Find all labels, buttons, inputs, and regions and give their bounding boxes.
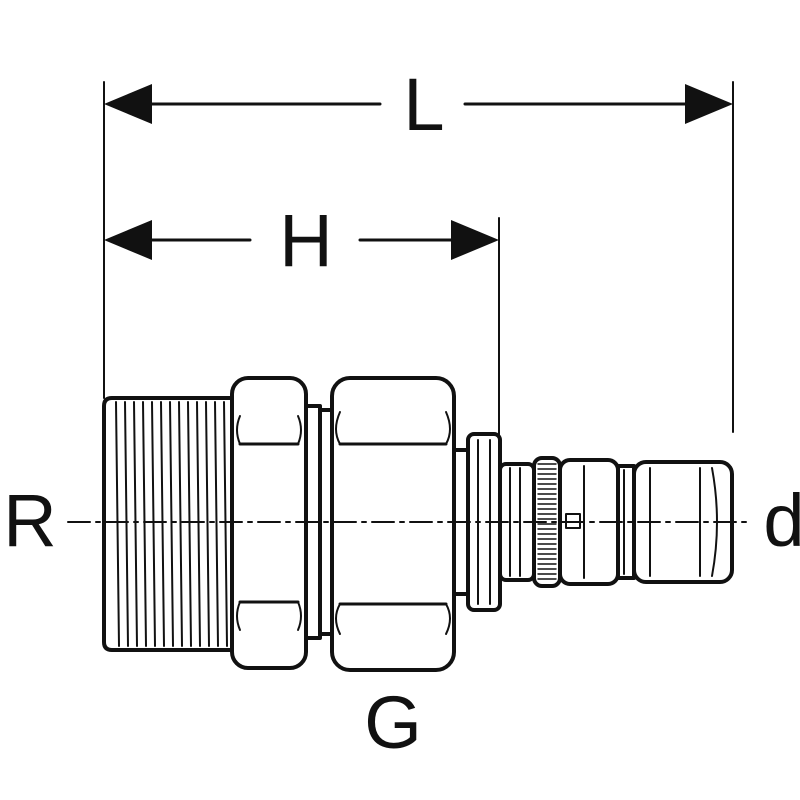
threaded-body [102, 396, 234, 652]
arrowhead-left [104, 220, 152, 260]
thread-line [160, 401, 165, 647]
thread-lines [115, 401, 228, 647]
thread-line [178, 401, 183, 647]
thread-line [124, 401, 129, 647]
thread-line [223, 401, 228, 647]
thread-line [205, 401, 210, 647]
thread-line [115, 401, 120, 647]
dimension-h: H [104, 199, 499, 282]
thread-line [169, 401, 174, 647]
nut-thread-label-g: G [364, 681, 422, 764]
dimension-l: L [104, 63, 733, 146]
thread-line [151, 401, 156, 647]
thread-line [196, 401, 201, 647]
thread-line [214, 401, 219, 647]
thread-line [133, 401, 138, 647]
thread-line [187, 401, 192, 647]
diameter-label-d: d [763, 479, 800, 562]
arrowhead-right [685, 84, 733, 124]
dimension-label-l: L [403, 63, 444, 146]
knurl-lines [537, 463, 557, 580]
arrowhead-right [451, 220, 499, 260]
arrowhead-left [104, 84, 152, 124]
thread-label-r: R [3, 479, 56, 562]
thread-line [142, 401, 147, 647]
dimension-label-h: H [279, 199, 332, 282]
union-nut [330, 376, 456, 672]
